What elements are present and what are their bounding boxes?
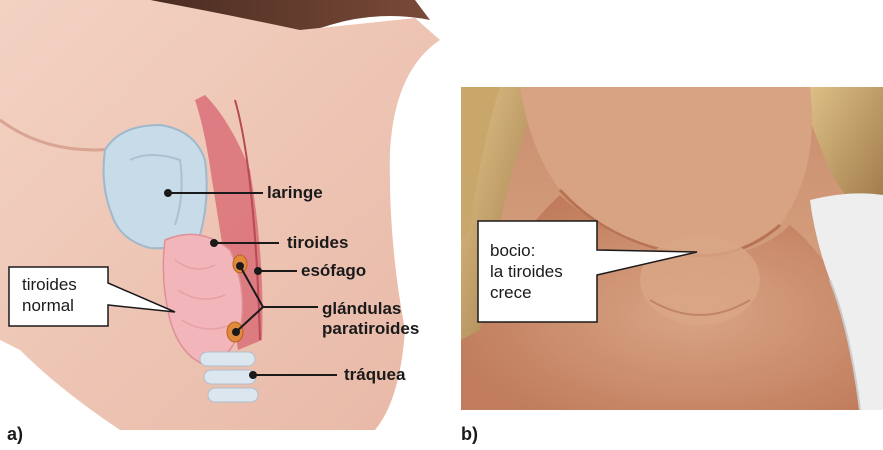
- callout-bocio-text: bocio: la tiroides crece: [490, 240, 563, 303]
- label-traquea: tráquea: [344, 365, 405, 384]
- label-glandulas: glándulas: [322, 299, 401, 318]
- trachea-rings: [200, 352, 258, 402]
- callout-normal-line2: normal: [22, 295, 77, 316]
- larynx-shape: [104, 125, 207, 248]
- callout-bocio-line1: bocio:: [490, 240, 563, 261]
- label-tiroides: tiroides: [287, 233, 348, 252]
- label-paratiroides: paratiroides: [322, 319, 419, 338]
- panel-a-letter: a): [7, 424, 23, 445]
- callout-normal-line1: tiroides: [22, 274, 77, 295]
- callout-bocio-line3: crece: [490, 282, 563, 303]
- panel-b-letter: b): [461, 424, 478, 445]
- callout-normal-text: tiroides normal: [22, 274, 77, 316]
- label-laringe: laringe: [267, 183, 323, 202]
- callout-bocio-line2: la tiroides: [490, 261, 563, 282]
- label-esofago: esófago: [301, 261, 366, 280]
